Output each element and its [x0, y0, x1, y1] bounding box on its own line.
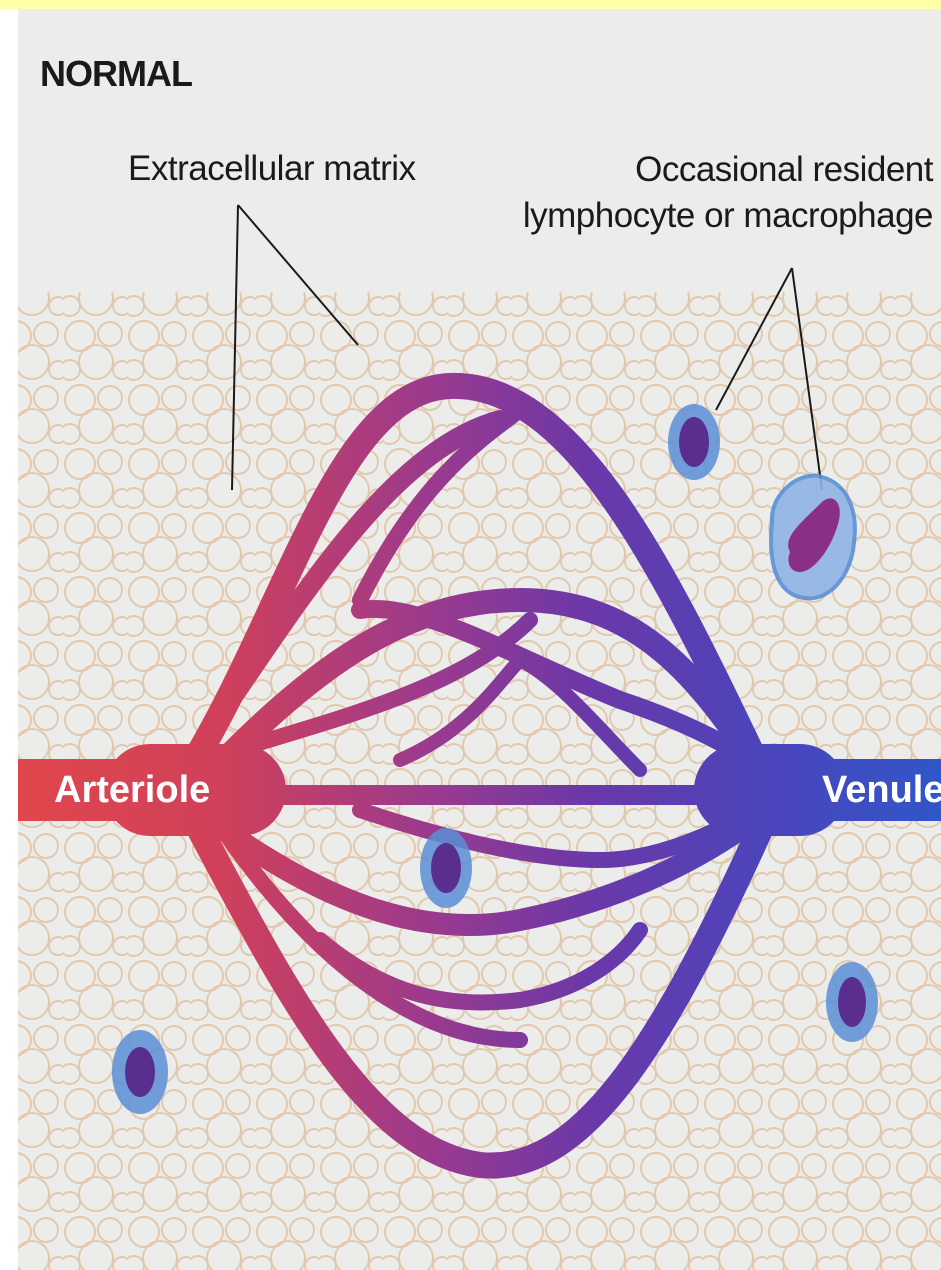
lymphocyte-right [826, 962, 878, 1042]
macrophage [771, 476, 855, 599]
venule-label: Venule [822, 769, 941, 812]
resident-cell-label-line1: Occasional resident [523, 147, 933, 193]
lymphocyte-center [420, 828, 472, 908]
resident-cell-label: Occasional resident lymphocyte or macrop… [523, 147, 933, 239]
diagram-panel: NORMAL Extracellular matrix Occasional r… [18, 9, 941, 1270]
arteriole-label: Arteriole [54, 769, 210, 812]
lymphocyte-left [112, 1030, 168, 1114]
lymphocyte-top [668, 404, 720, 480]
resident-cell-label-line2: lymphocyte or macrophage [523, 193, 933, 239]
extracellular-matrix-label: Extracellular matrix [128, 149, 416, 189]
top-highlight-strip [0, 0, 941, 9]
diagram-title: NORMAL [40, 53, 192, 95]
